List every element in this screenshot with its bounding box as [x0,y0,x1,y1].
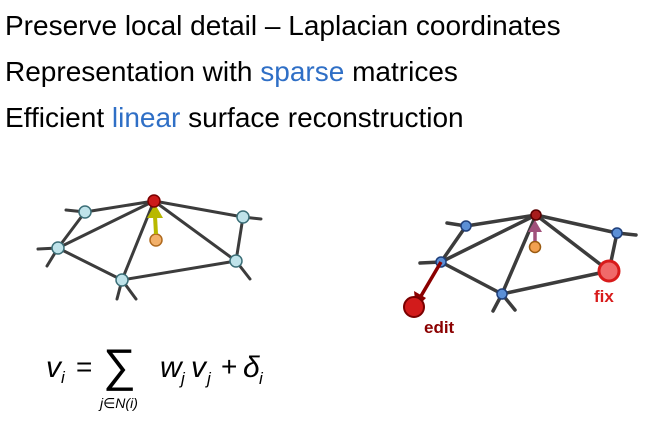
mesh-edge [120,199,156,282]
mesh-edge [152,199,245,219]
mesh-edge [439,260,504,296]
formula-sum-symbol: ∑ [103,339,136,391]
bullet-text: Representation with [5,56,261,87]
bullet-laplacian-coordinates: Preserve local detail – Laplacian coordi… [5,12,561,40]
formula-sum-index: j∈N(i) [98,395,138,411]
mesh-edge [439,213,538,264]
mesh-edge [439,224,468,264]
neighbor-vertex [115,273,129,287]
formula-lhs-subscript: i [61,368,66,387]
formula-lhs-v: v [46,351,63,384]
mesh-edge [234,215,245,263]
center-vertex [530,209,542,221]
formula-v-subscript: j [205,369,212,388]
center-vertex [147,194,161,208]
bullet-linear-reconstruction: Efficient linear surface reconstruction [5,104,464,132]
formula-v: v [191,351,208,384]
delta-arrow-head [528,220,542,232]
highlight-word: linear [111,102,181,133]
neighbor-vertex [236,210,250,224]
formula-w: w [160,351,184,384]
mesh-edge [56,246,124,282]
mesh-edge [534,213,611,273]
mesh-edge [500,269,611,296]
edit-label: edit [424,318,455,337]
neighbor-vertex [51,241,65,255]
mesh-vertex [460,220,472,232]
formula-plus: + [221,351,237,382]
mesh-vertex [496,288,508,300]
bullet-text: matrices [344,56,458,87]
fix-label: fix [594,287,614,306]
formula-w-subscript: j [179,369,186,388]
bullet-text: surface reconstruction [180,102,464,133]
mesh-vertex [611,227,623,239]
formula-equals: = [76,351,92,382]
delta-arrow-shaft [153,215,158,235]
mesh-edge [534,213,619,235]
left-mesh-neighbor-vertices [51,205,250,287]
formula-delta-subscript: i [259,369,264,388]
edit-arrow-shaft [419,261,443,297]
neighbor-vertex [78,205,92,219]
mesh-edge [56,199,156,250]
centroid-vertex [528,240,542,254]
mesh-edge [152,199,238,263]
left-mesh-edges [36,199,263,301]
mesh-edge [83,199,156,214]
bullet-sparse-matrices: Representation with sparse matrices [5,58,458,86]
bullet-text: Preserve local detail – Laplacian coordi… [5,10,561,41]
fix-handle [597,259,621,283]
mesh-edge [120,259,238,282]
edit-handle [403,296,425,318]
neighbor-vertex [229,254,243,268]
mesh-edge [464,213,538,228]
delta-arrow-head [147,204,163,218]
mesh-edge [56,210,87,250]
highlight-word: sparse [260,56,345,87]
bullet-text: Efficient [5,102,112,133]
formula-delta: δ [243,351,260,384]
